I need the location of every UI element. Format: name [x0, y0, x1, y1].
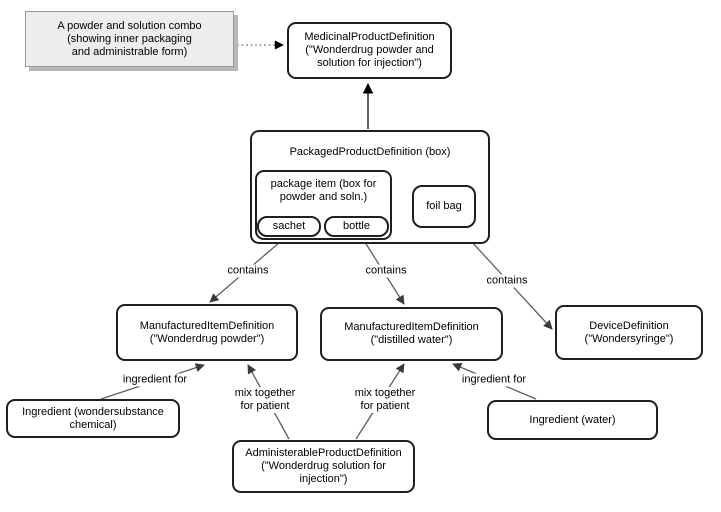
ingredient-water-node: Ingredient (water) [487, 400, 658, 440]
foil-bag-node: foil bag [412, 185, 476, 228]
mix-together-label-right: mix together for patient [351, 387, 419, 413]
ingredient-chemical-node: Ingredient (wondersubstance chemical) [6, 399, 180, 438]
manufactured-item-water-node: ManufacturedItemDefinition ("distilled w… [320, 307, 503, 361]
ingredient-for-label-right: ingredient for [458, 373, 530, 387]
package-item-title: package item (box for powder and soln.) [270, 178, 377, 203]
device-definition-node: DeviceDefinition ("Wondersyringe") [555, 305, 703, 360]
medicinal-product-node: MedicinalProductDefinition ("Wonderdrug … [287, 22, 452, 79]
contains-label-foil-bag: contains [483, 274, 531, 288]
sachet-node: sachet [257, 216, 321, 237]
annotation-note: A powder and solution combo (showing inn… [25, 11, 234, 67]
administrable-product-node: AdministerableProductDefinition ("Wonder… [232, 440, 415, 493]
packaged-product-title: PackagedProductDefinition (box) [289, 146, 451, 158]
manufactured-item-powder-node: ManufacturedItemDefinition ("Wonderdrug … [116, 304, 298, 361]
ingredient-for-label-left: ingredient for [119, 373, 191, 387]
contains-label-bottle: contains [362, 264, 410, 278]
contains-label-sachet: contains [224, 264, 272, 278]
mix-together-label-left: mix together for patient [231, 387, 299, 413]
bottle-node: bottle [324, 216, 389, 237]
